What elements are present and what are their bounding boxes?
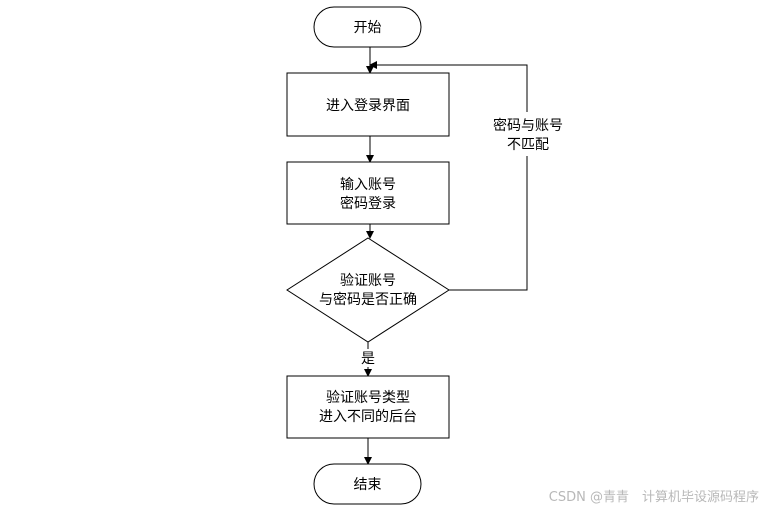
mismatch-label-line2: 不匹配 (507, 137, 549, 153)
input-label-line1: 输入账号 (340, 177, 396, 193)
verify-label-line2: 与密码是否正确 (319, 291, 417, 308)
end-node: 结束 (313, 463, 422, 505)
mismatch-label-background (486, 112, 570, 156)
end-label: 结束 (354, 477, 382, 493)
input-process-shape (286, 161, 450, 225)
start-node: 开始 (313, 6, 422, 48)
yes-edge-label: 是 (361, 351, 375, 367)
verify-decision-shape (286, 237, 450, 343)
login-page-node: 进入登录界面 (286, 72, 450, 137)
verify-decision-node: 验证账号 与密码是否正确 (286, 237, 450, 343)
route-label-line2: 进入不同的后台 (319, 409, 417, 425)
login-page-label: 进入登录界面 (326, 98, 410, 114)
start-label: 开始 (354, 20, 382, 36)
input-label-line2: 密码登录 (340, 195, 396, 212)
mismatch-label-line1: 密码与账号 (493, 117, 563, 134)
login-page-process-shape (286, 72, 450, 137)
route-process-shape (286, 375, 450, 439)
mismatch-edge-label: 密码与账号 不匹配 (486, 112, 570, 156)
edge-mismatch-loop (369, 61, 528, 291)
end-terminator-shape (313, 463, 422, 505)
input-node: 输入账号 密码登录 (286, 161, 450, 225)
start-terminator-shape (313, 6, 422, 48)
route-node: 验证账号类型 进入不同的后台 (286, 375, 450, 439)
route-label-line1: 验证账号类型 (326, 390, 410, 406)
watermark-text: CSDN @青青 计算机毕设源码程序 (549, 490, 759, 505)
verify-label-line1: 验证账号 (340, 273, 396, 289)
yes-label-background (358, 349, 378, 367)
